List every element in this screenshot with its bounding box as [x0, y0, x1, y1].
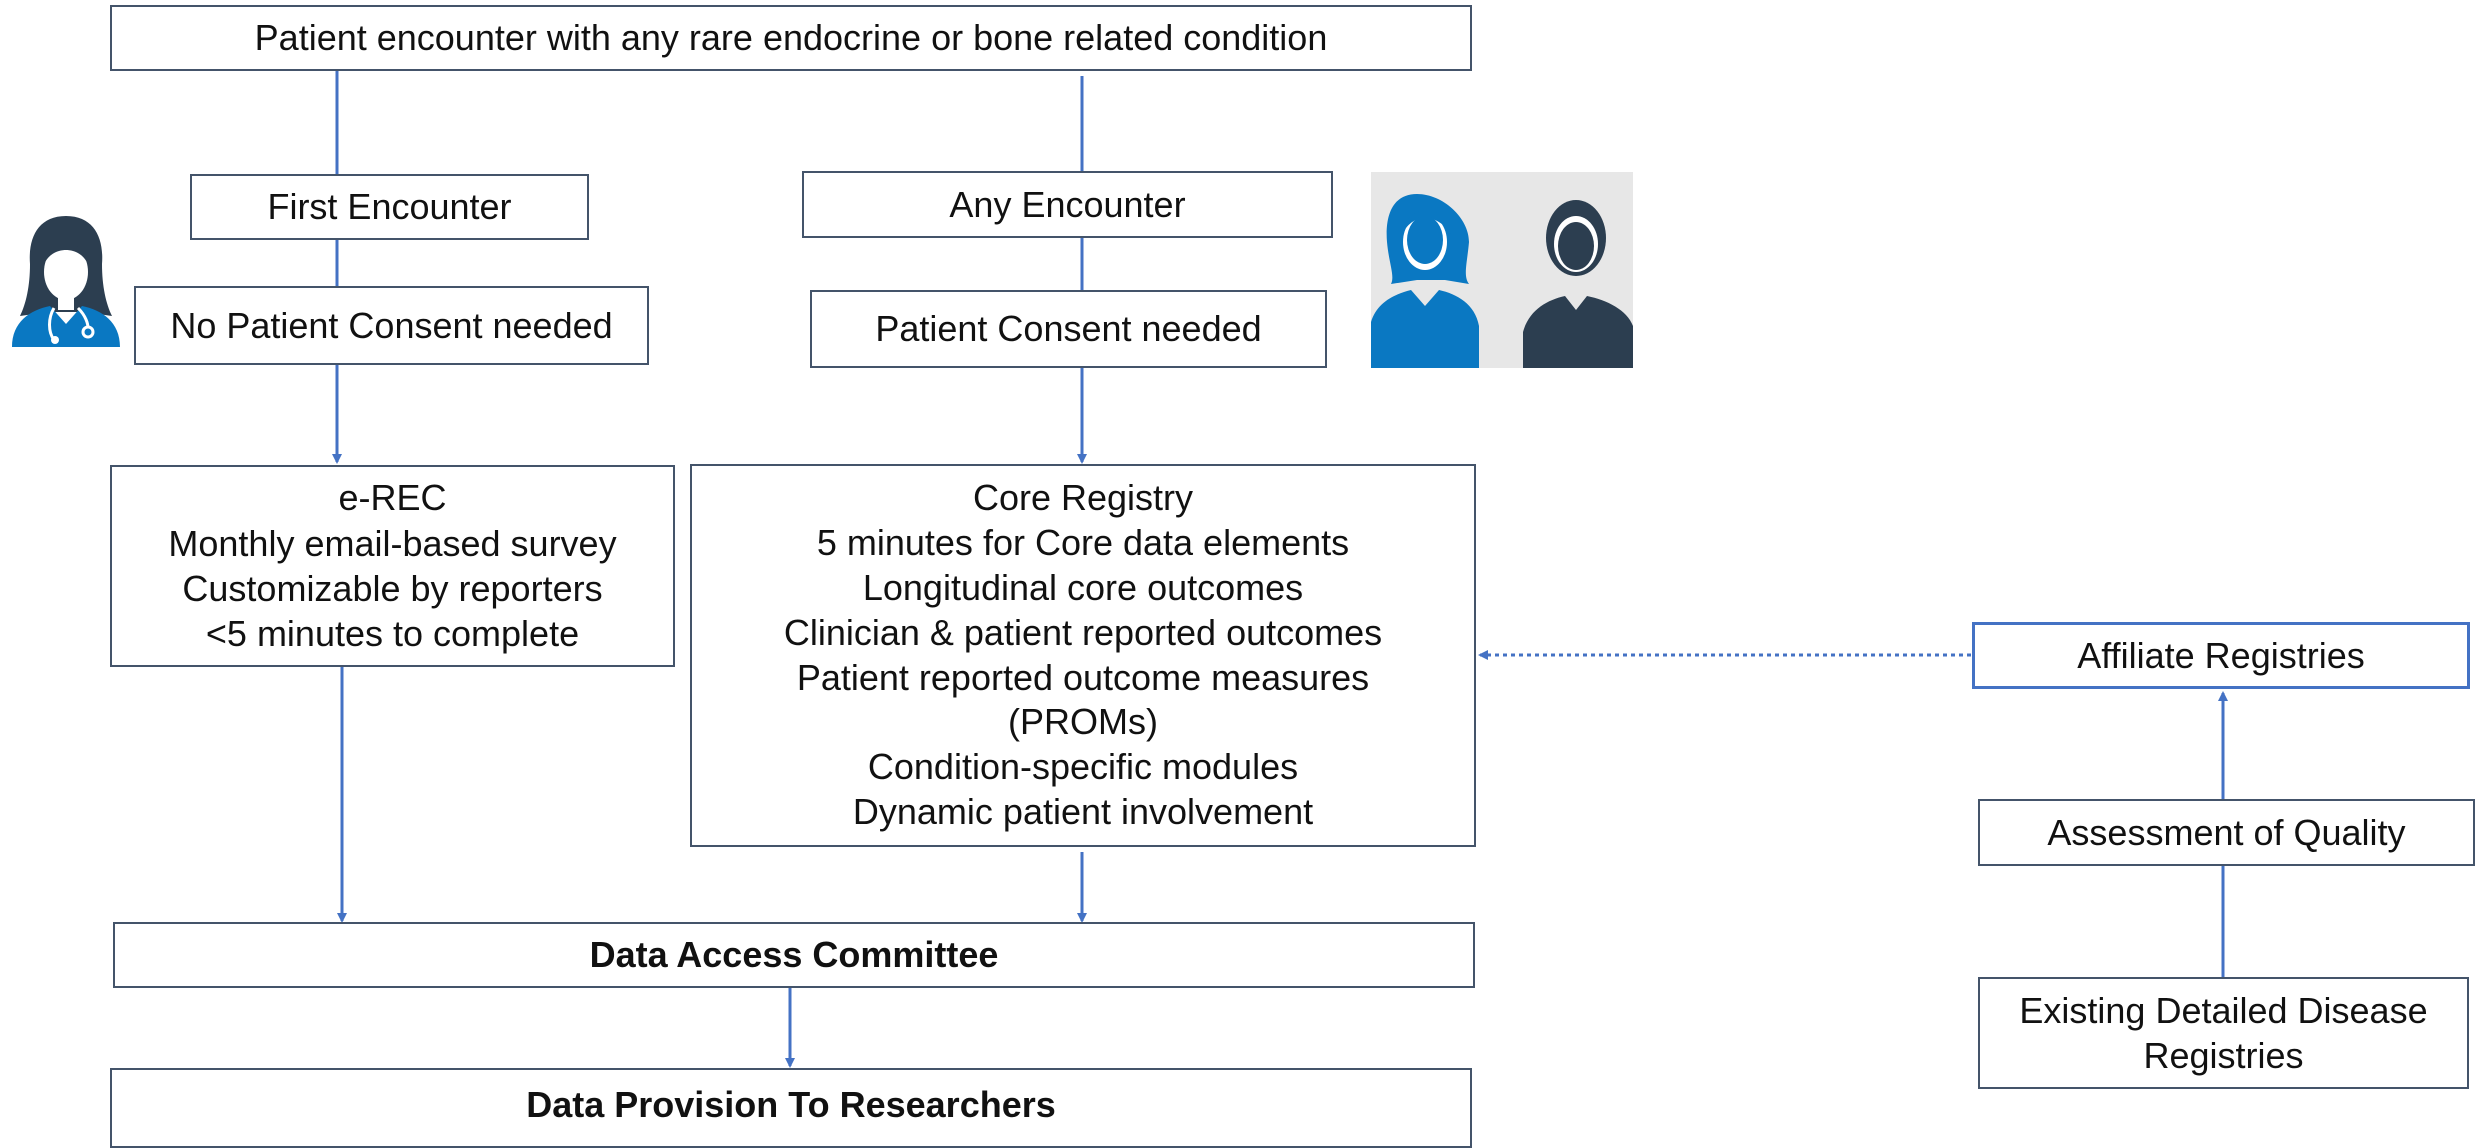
first-encounter-box: First Encounter — [190, 174, 589, 240]
assessment-quality-label: Assessment of Quality — [2047, 811, 2406, 853]
erec-line: e-REC — [338, 477, 447, 519]
erec-box: e-REC Monthly email-based survey Customi… — [110, 465, 675, 667]
data-provision-label: Data Provision To Researchers — [526, 1084, 1056, 1125]
consent-needed-box: Patient Consent needed — [810, 290, 1327, 368]
male-patient-icon — [1523, 200, 1633, 368]
affiliate-registries-box: Affiliate Registries — [1972, 622, 2470, 689]
core-registry-line: (PROMs) — [1008, 701, 1158, 743]
data-access-committee-label: Data Access Committee — [589, 934, 999, 976]
data-access-committee-box: Data Access Committee — [113, 922, 1475, 988]
assessment-quality-box: Assessment of Quality — [1978, 799, 2475, 866]
erec-line: Monthly email-based survey — [168, 522, 617, 564]
core-registry-line: Condition-specific modules — [867, 746, 1299, 788]
core-registry-line: Core Registry — [972, 477, 1194, 519]
any-encounter-box: Any Encounter — [802, 171, 1333, 238]
female-patient-icon — [1371, 194, 1479, 368]
consent-needed-label: Patient Consent needed — [875, 308, 1262, 350]
patient-encounter-label: Patient encounter with any rare endocrin… — [254, 17, 1328, 59]
core-registry-line: Longitudinal core outcomes — [862, 566, 1304, 608]
core-registry-line: Dynamic patient involvement — [852, 790, 1314, 832]
patients-icon — [1371, 172, 1633, 368]
erec-line: <5 minutes to complete — [205, 613, 580, 655]
no-consent-label: No Patient Consent needed — [170, 304, 613, 346]
any-encounter-label: Any Encounter — [949, 183, 1186, 225]
patient-encounter-box: Patient encounter with any rare endocrin… — [110, 5, 1472, 71]
existing-registries-line: Registries — [2143, 1035, 2304, 1076]
female-doctor-icon — [12, 216, 120, 347]
existing-registries-box: Existing Detailed Disease Registries — [1978, 977, 2469, 1089]
affiliate-registries-label: Affiliate Registries — [2077, 634, 2365, 676]
core-registry-line: Patient reported outcome measures — [796, 656, 1370, 698]
core-registry-box: Core Registry 5 minutes for Core data el… — [690, 464, 1476, 847]
erec-line: Customizable by reporters — [182, 568, 603, 609]
core-registry-line: Clinician & patient reported outcomes — [783, 611, 1383, 653]
no-consent-box: No Patient Consent needed — [134, 286, 649, 365]
core-registry-line: 5 minutes for Core data elements — [816, 522, 1350, 564]
first-encounter-label: First Encounter — [267, 186, 512, 228]
existing-registries-line: Existing Detailed Disease — [2019, 990, 2428, 1031]
data-provision-box: Data Provision To Researchers — [110, 1068, 1472, 1148]
